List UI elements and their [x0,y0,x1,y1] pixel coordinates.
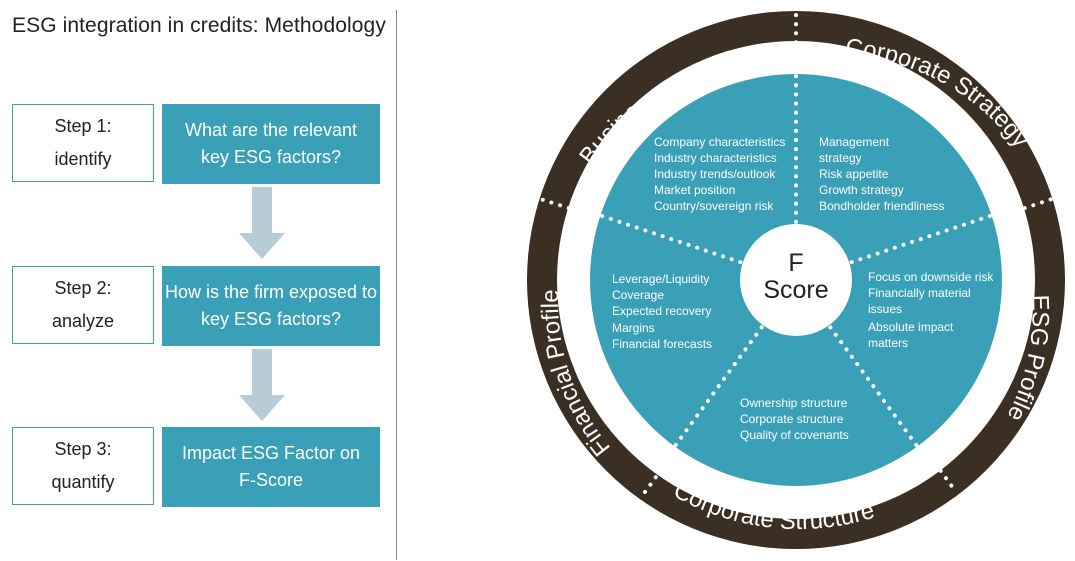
center-circle [740,224,852,336]
segment-item: Focus on downside risk [868,270,994,284]
segment-item: Financially material [868,286,971,300]
segment-item: Expected recovery [612,304,711,318]
step-3-action-line1: Impact ESG Factor on [181,443,361,463]
segment-item: Country/sovereign risk [654,199,774,213]
segment-item: strategy [819,151,862,165]
step-1-label: Step 1: [54,116,112,136]
business-position-items: Company characteristics Industry charact… [654,135,785,213]
segment-item: issues [868,302,902,316]
step-2-verb: analyze [51,311,115,331]
corporate-structure-items: Ownership structure Corporate structure … [740,396,849,442]
vertical-divider [396,10,397,560]
step-3-action-line2: F-Score [238,470,303,490]
segment-item: Quality of covenants [740,428,849,442]
segment-item: Market position [654,183,735,197]
step-1-box: Step 1: identify [12,104,154,182]
step-1-verb: identify [54,149,112,169]
segment-item: Management [819,135,890,149]
ring-separators [532,13,1060,494]
step-3-label: Step 3: [54,439,112,459]
page-title: ESG integration in credits: Methodology [12,14,386,37]
step-2-action-line2: key ESG factors? [200,309,342,329]
step-1-action-line1: What are the relevant [184,120,358,140]
center-label-line2: Score [763,276,828,304]
financial-profile-items: Leverage/Liquidity Coverage Expected rec… [612,272,712,351]
segment-item: Industry trends/outlook [654,167,776,181]
step-2-action: How is the firm exposed to key ESG facto… [162,266,380,346]
segment-item: Financial forecasts [612,337,712,351]
segment-item: Growth strategy [819,183,904,197]
segment-item: Leverage/Liquidity [612,272,709,286]
step-3-action: Impact ESG Factor on F-Score [162,427,380,507]
segment-item: Coverage [612,288,664,302]
corporate-strategy-items: Management strategy Risk appetite Growth… [819,135,944,213]
segment-item: Bondholder friendliness [819,199,944,213]
inner-spokes [600,74,992,448]
segment-item: matters [868,336,908,350]
segment-item: Company characteristics [654,135,785,149]
esg-profile-items: Focus on downside risk Financially mater… [868,270,994,350]
step-3-box: Step 3: quantify [12,427,154,505]
step-1-action: What are the relevant key ESG factors? [162,104,380,184]
step-1-action-line2: key ESG factors? [200,147,342,167]
step-2-action-line1: How is the firm exposed to [164,282,378,302]
segment-item: Corporate structure [740,412,844,426]
center-label-line1: F [788,249,803,277]
segment-item: Industry characteristics [654,151,777,165]
step-2-box: Step 2: analyze [12,266,154,344]
segment-item: Risk appetite [819,167,889,181]
step-3-verb: quantify [51,472,115,492]
segment-item: Margins [612,321,655,335]
segment-item: Absolute impact [868,320,954,334]
down-arrow-icon [239,187,285,259]
down-arrow-icon [239,349,285,421]
step-2-label: Step 2: [54,278,112,298]
segment-item: Ownership structure [740,396,848,410]
